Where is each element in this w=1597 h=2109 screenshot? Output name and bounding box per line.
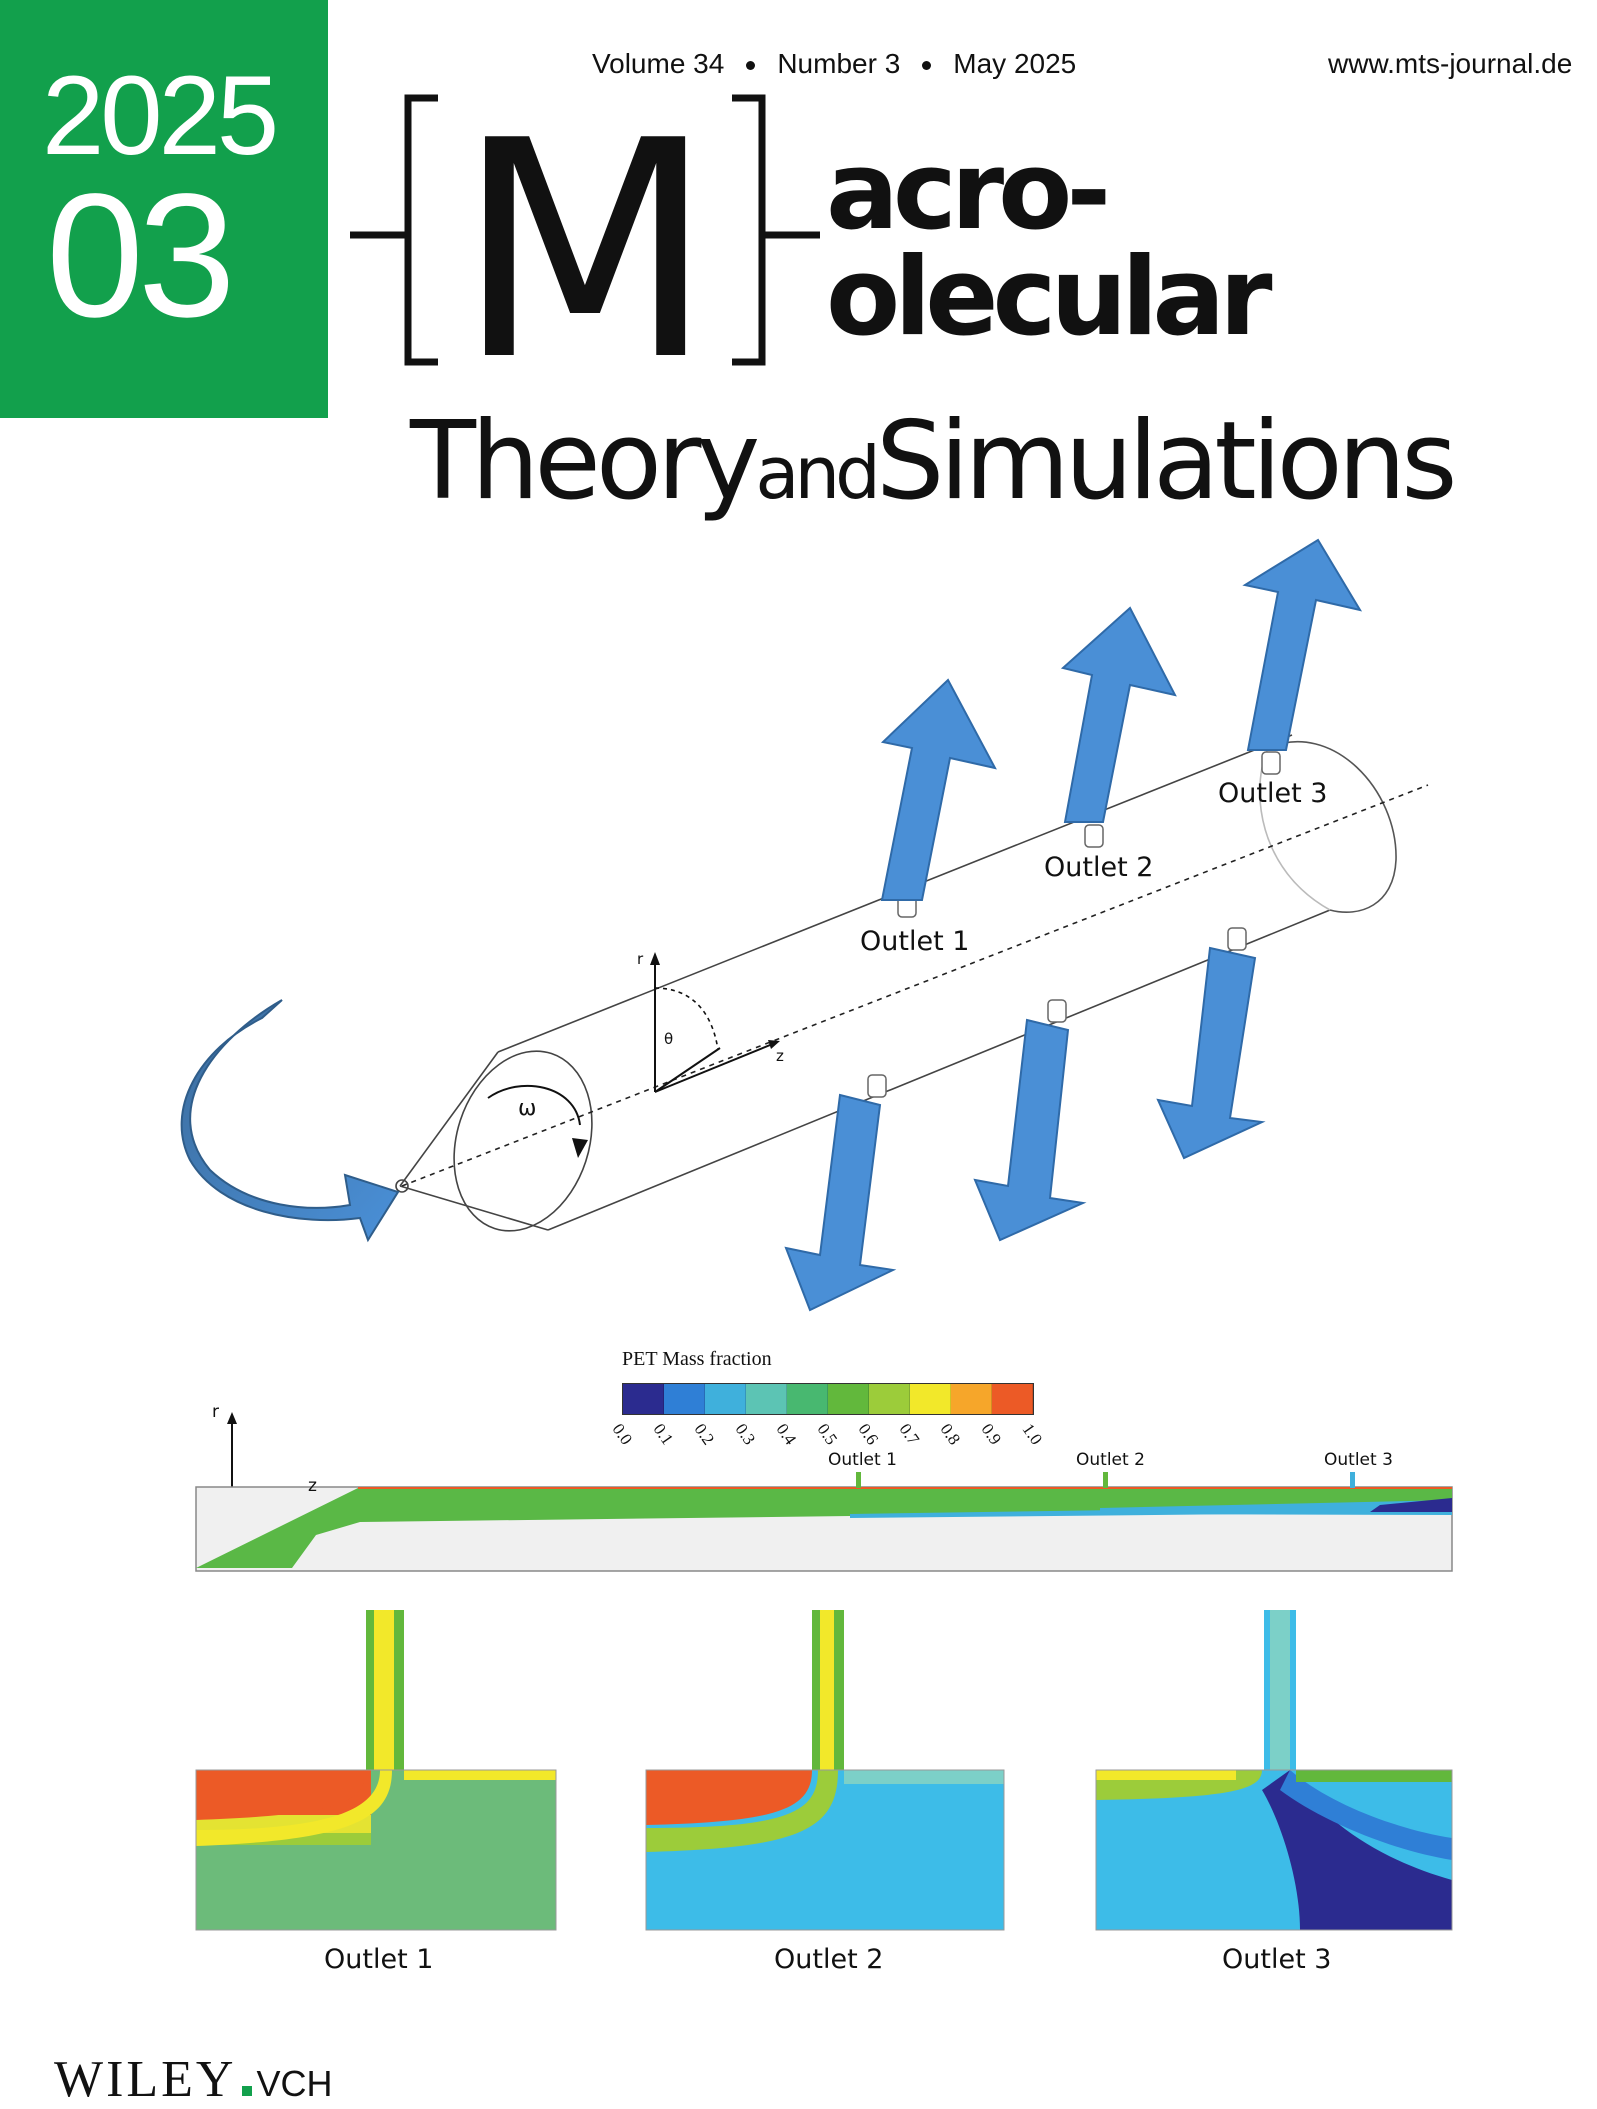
theta-label: θ — [664, 1030, 674, 1048]
colorbar-swatch — [746, 1384, 787, 1414]
detail-outlet-1-label: Outlet 1 — [324, 1944, 434, 1975]
colorbar-title: PET Mass fraction — [622, 1348, 772, 1370]
colorbar-swatch — [951, 1384, 992, 1414]
issue-number: 03 — [46, 158, 236, 354]
cylinder-diagram — [395, 734, 1429, 1232]
issue-box: 2025 03 — [0, 0, 328, 418]
outflow-arrows-up — [880, 538, 1363, 901]
issue-meta: Volume 34 Number 3 May 2025 — [592, 48, 1076, 80]
number-text: Number 3 — [777, 48, 901, 79]
separator-dot — [746, 61, 756, 71]
colorbar-swatch — [623, 1384, 664, 1414]
colorbar-swatch — [828, 1384, 869, 1414]
journal-subtitle: Theory and Simulations — [410, 408, 1457, 516]
publisher-mark-icon — [242, 2086, 253, 2096]
publisher-name: WILEY — [54, 2051, 237, 2108]
logo-acro: acro- — [826, 129, 1111, 254]
section-axis-r: r — [212, 1402, 219, 1422]
logo-letter: M — [456, 90, 715, 380]
outflow-arrows-down — [784, 946, 1266, 1312]
inflow-vortex-arrow — [180, 999, 400, 1243]
issue-year: 2025 — [42, 53, 279, 178]
outlet-stubs — [867, 751, 1281, 1098]
outlet-detail-1 — [195, 1610, 557, 1931]
section-axis-z: z — [308, 1476, 317, 1496]
outlet-2-label: Outlet 2 — [1044, 852, 1154, 883]
axis-z-label: z — [776, 1047, 784, 1065]
outlet-detail-2 — [645, 1610, 1005, 1931]
journal-logo-mark: M — [350, 90, 820, 380]
outlet-detail-3 — [1095, 1610, 1453, 1931]
subtitle-simulations: Simulations — [875, 399, 1458, 524]
cover-figure — [180, 538, 1453, 1931]
outlet-3-label: Outlet 3 — [1218, 778, 1328, 809]
colorbar-swatch — [910, 1384, 951, 1414]
colorbar-swatch — [664, 1384, 705, 1414]
section-outlet-2: Outlet 2 — [1076, 1450, 1145, 1470]
omega-label: ω — [518, 1096, 537, 1121]
section-outlet-3: Outlet 3 — [1324, 1450, 1393, 1470]
separator-dot — [922, 61, 932, 71]
subtitle-and: and — [755, 431, 880, 515]
colorbar — [622, 1383, 1034, 1415]
simulation-section — [195, 1412, 1453, 1572]
volume-text: Volume 34 — [592, 48, 725, 79]
publisher-suffix: VCH — [256, 2063, 333, 2104]
colorbar-swatch — [787, 1384, 828, 1414]
date-text: May 2025 — [953, 48, 1077, 79]
colorbar-swatch — [869, 1384, 910, 1414]
subtitle-theory: Theory — [410, 399, 760, 524]
publisher-logo: WILEY VCH — [54, 2050, 333, 2109]
journal-url[interactable]: www.mts-journal.de — [1328, 48, 1573, 79]
detail-outlet-2-label: Outlet 2 — [774, 1944, 884, 1975]
section-outlet-1: Outlet 1 — [828, 1450, 897, 1470]
detail-outlet-3-label: Outlet 3 — [1222, 1944, 1332, 1975]
logo-olecular: olecular — [826, 235, 1273, 360]
colorbar-swatch — [992, 1384, 1033, 1414]
axis-r-label: r — [637, 950, 644, 968]
colorbar-swatch — [705, 1384, 746, 1414]
outlet-1-label: Outlet 1 — [860, 926, 970, 957]
